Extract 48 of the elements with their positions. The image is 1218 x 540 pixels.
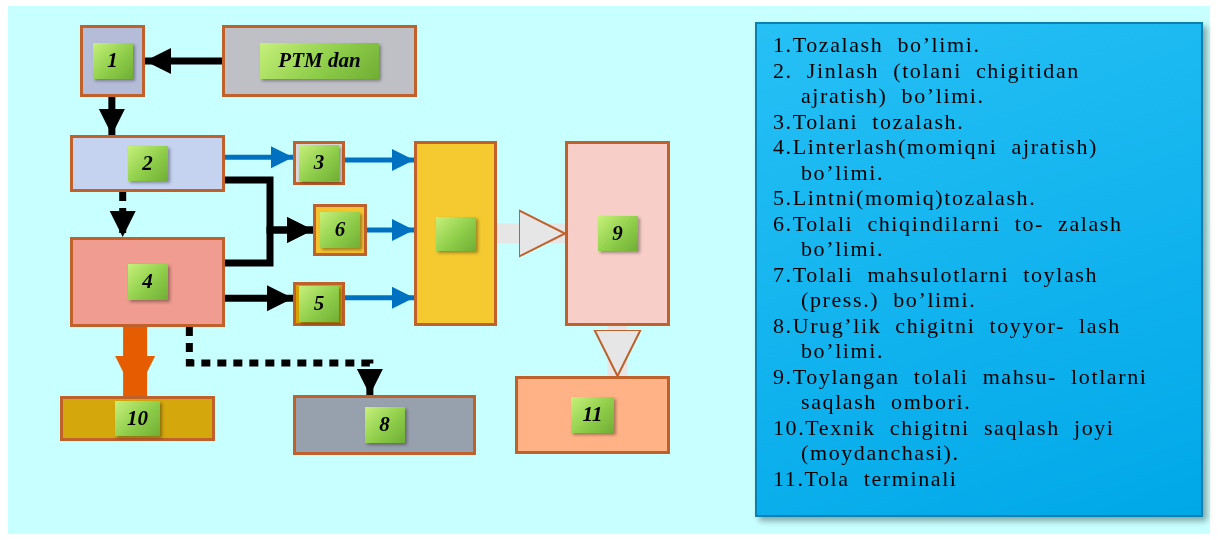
arrow [593,326,642,377]
number-badge: PTM dan [260,43,379,79]
legend-item: 9.Toylangan tolali mahsu- lotlarni saqlash ombori. [773,363,1149,415]
arrow [225,146,293,169]
number-badge: 9 [597,215,638,252]
legend-item: 4.Linterlash(momiqni ajratish) bo’limi. [773,134,1100,185]
number-badge: 2 [127,145,168,182]
arrow [367,219,414,241]
process-box [70,237,225,327]
process-box [80,25,145,97]
legend-item: 3.Tolani tozalash. [773,108,966,134]
process-box [70,135,225,192]
process-box [313,204,367,256]
arrow [345,148,414,171]
number-badge: 8 [364,407,405,443]
process-box [293,282,345,326]
legend-item: 2. Jinlash (tolani chigitidan ajratish) bo’limi. [773,57,1081,109]
arrow [185,327,383,395]
process-box [515,376,670,454]
arrow [145,48,222,74]
process-box [60,396,215,441]
legend-item: 1.Tozalash bo’limi. [773,32,982,58]
arrow [225,285,293,312]
arrow [98,97,125,135]
legend-item: 6.Tolali chiqindilarni to- zalash bo’limi. [773,210,1124,262]
arrow [225,217,313,267]
arrow [345,286,414,309]
process-box [293,141,345,185]
number-badge: 6 [320,212,360,248]
arrow [497,209,566,258]
number-badge: 4 [127,264,168,300]
process-box [222,25,417,97]
process-box [414,141,497,326]
legend-item: 10.Texnik chigitni saqlash joyi (moydanchasi). [773,414,1116,466]
number-badge: 5 [299,286,339,322]
number-badge: 1 [92,43,133,79]
legend-item: 11.Tola terminali [773,465,959,491]
process-box [293,395,476,455]
number-badge: 3 [299,145,339,181]
legend-item: 7.Tolali mahsulotlarni toylash (press.) bo’limi. [773,261,1100,313]
legend-item: 5.Lintni(momiq)tozalash. [773,185,1038,211]
legend-item: 8.Urug’lik chigitni toyyor- lash bo’limi. [773,312,1122,364]
number-badge: 10 [115,400,160,437]
process-box [565,141,670,326]
arrow [109,192,136,237]
number-badge: 11 [570,397,615,433]
arrow [115,327,156,396]
legend-panel [755,22,1203,517]
